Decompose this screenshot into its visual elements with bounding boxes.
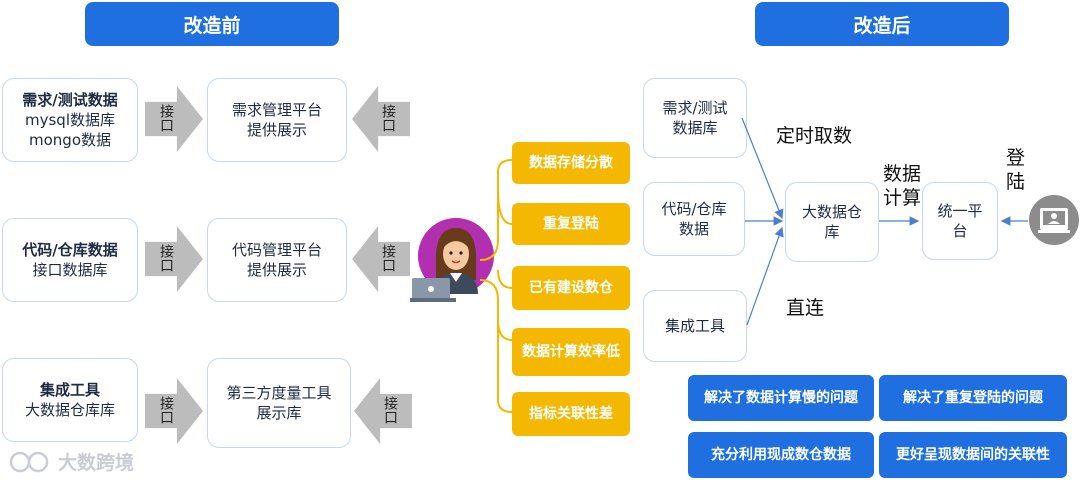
box-line: 库: [824, 223, 840, 241]
before-source-box-2: 代码/仓库数据 接口数据库: [2, 218, 138, 302]
before-source-box-3: 集成工具 大数据仓库库: [2, 358, 138, 442]
box-line: 数据库: [672, 119, 718, 137]
result-text: 充分利用现成数仓数据: [711, 447, 851, 463]
arrow-label-in-3: 接口: [158, 396, 174, 424]
problem-bracket: [480, 159, 513, 413]
user-login-icon: [1029, 195, 1079, 245]
after-source-box-2: 代码/仓库 数据: [643, 182, 745, 256]
label-line: 计算: [883, 187, 922, 209]
watermark-logo-icon: [9, 451, 49, 472]
box-line: 需求/测试数据: [22, 91, 118, 109]
problem-text: 数据计算效率低: [522, 344, 620, 360]
watermark-text: 大数跨境: [58, 452, 135, 474]
label-compute: 数据 计算: [883, 162, 921, 210]
box-line: 数据: [678, 220, 709, 238]
arrow-label-in-2: 接口: [158, 244, 174, 272]
before-header: 改造前: [85, 2, 339, 46]
watermark: 大数跨境: [8, 448, 134, 475]
box-line: 展示库: [256, 404, 302, 422]
after-header: 改造后: [755, 2, 1009, 46]
box-line: 代码管理平台: [231, 241, 322, 259]
person-avatar-icon: [410, 218, 494, 302]
problem-item: 已有建设数仓: [512, 266, 630, 310]
box-line: 需求/测试: [662, 99, 728, 117]
box-line: 集成工具: [664, 317, 725, 335]
problem-item: 数据计算效率低: [512, 328, 630, 376]
box-line: 台: [952, 222, 968, 240]
box-line: 集成工具: [39, 381, 100, 399]
result-item: 更好呈现数据间的关联性: [879, 432, 1067, 478]
warehouse-box: 大数据仓 库: [785, 182, 879, 262]
result-text: 解决了数据计算慢的问题: [704, 390, 858, 406]
box-line: 第三方度量工具: [226, 384, 332, 402]
before-source-box-1: 需求/测试数据 mysql数据库 mongo数据: [2, 78, 138, 162]
label-direct: 直连: [786, 297, 825, 319]
box-line: 统一平: [937, 202, 983, 220]
result-item: 解决了数据计算慢的问题: [688, 375, 874, 421]
box-line: 大数据仓库库: [24, 401, 115, 419]
arrow-label-out-1: 接口: [380, 104, 396, 132]
box-line: mysql数据库: [25, 111, 115, 129]
before-platform-box-1: 需求管理平台 提供展示: [207, 78, 347, 162]
unified-platform-box: 统一平 台: [922, 182, 998, 260]
problem-item: 数据存储分散: [512, 142, 630, 184]
label-line: 陆: [1006, 171, 1026, 193]
label-line: 登: [1006, 147, 1026, 169]
box-line: 代码/仓库数据: [22, 241, 118, 259]
box-line: 代码/仓库: [661, 200, 727, 218]
problem-item: 指标关联性差: [512, 392, 630, 436]
box-line: 接口数据库: [32, 261, 108, 279]
problem-item: 重复登陆: [512, 203, 630, 245]
box-line: 提供展示: [246, 261, 307, 279]
box-line: 大数据仓: [801, 203, 862, 221]
box-line: 提供展示: [246, 121, 307, 139]
result-text: 解决了重复登陆的问题: [903, 390, 1043, 406]
box-line: mongo数据: [29, 131, 111, 149]
after-source-box-1: 需求/测试 数据库: [643, 78, 747, 158]
result-item: 解决了重复登陆的问题: [879, 375, 1067, 421]
arrow-label-in-1: 接口: [158, 104, 174, 132]
before-platform-box-3: 第三方度量工具 展示库: [207, 358, 351, 448]
result-item: 充分利用现成数仓数据: [688, 432, 874, 478]
label-scheduled: 定时取数: [776, 125, 853, 147]
box-line: 需求管理平台: [231, 101, 322, 119]
label-line: 数据: [883, 163, 922, 185]
after-source-box-3: 集成工具: [643, 290, 747, 362]
label-login: 登 陆: [1006, 146, 1025, 194]
before-platform-box-2: 代码管理平台 提供展示: [207, 218, 347, 302]
result-text: 更好呈现数据间的关联性: [896, 447, 1050, 463]
arrow-label-out-3: 接口: [382, 396, 398, 424]
arrow-label-out-2: 接口: [380, 244, 396, 272]
